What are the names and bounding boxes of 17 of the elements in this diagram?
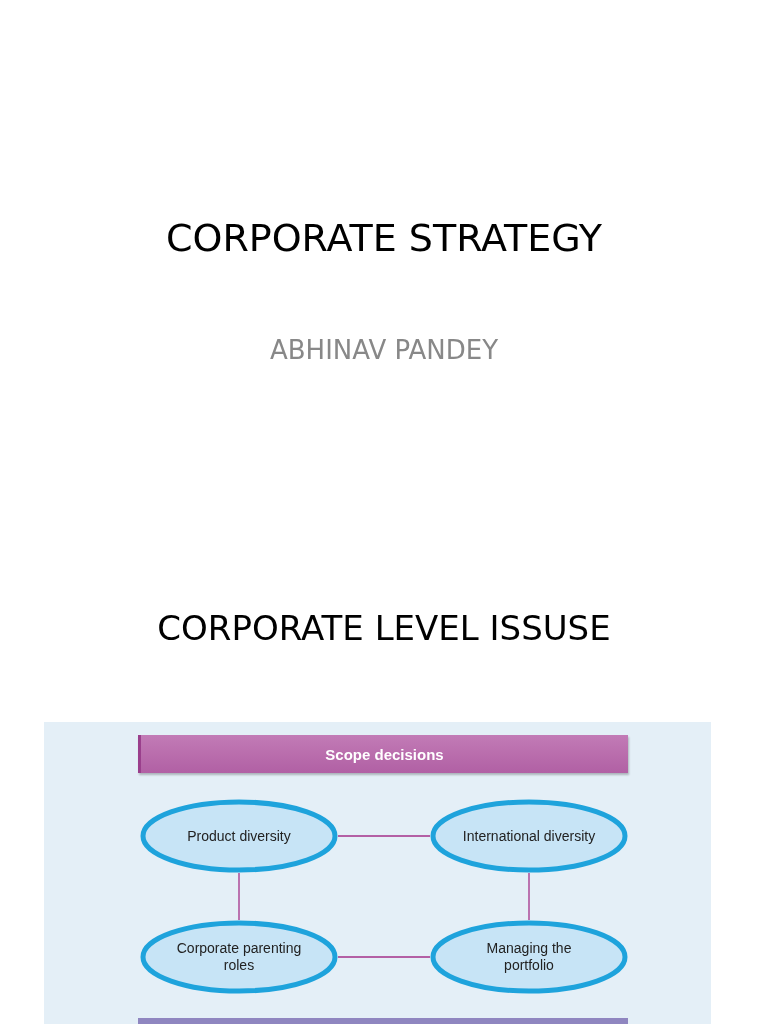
node-label: Corporate parenting roles [175,940,303,974]
node-label: International diversity [462,827,596,845]
header-bar [138,735,628,773]
connector-line [337,835,431,837]
node-label: Product diversity [187,827,291,845]
connector-line [337,956,431,958]
ellipse-node [140,920,338,994]
ellipse-node [430,920,628,994]
bar-heading: Scope decisions [325,745,444,763]
node-label: Managing the portfolio [485,940,573,974]
connector-line [238,872,240,921]
ellipse-node [430,799,628,873]
subtitle: ABHINAV PANDEY [268,335,499,365]
ellipse-node [140,799,338,873]
slide-title: CORPORATE STRATEGY [164,216,604,260]
section-heading: CORPORATE LEVEL ISSUSE [156,608,612,648]
connector-line [528,872,530,921]
